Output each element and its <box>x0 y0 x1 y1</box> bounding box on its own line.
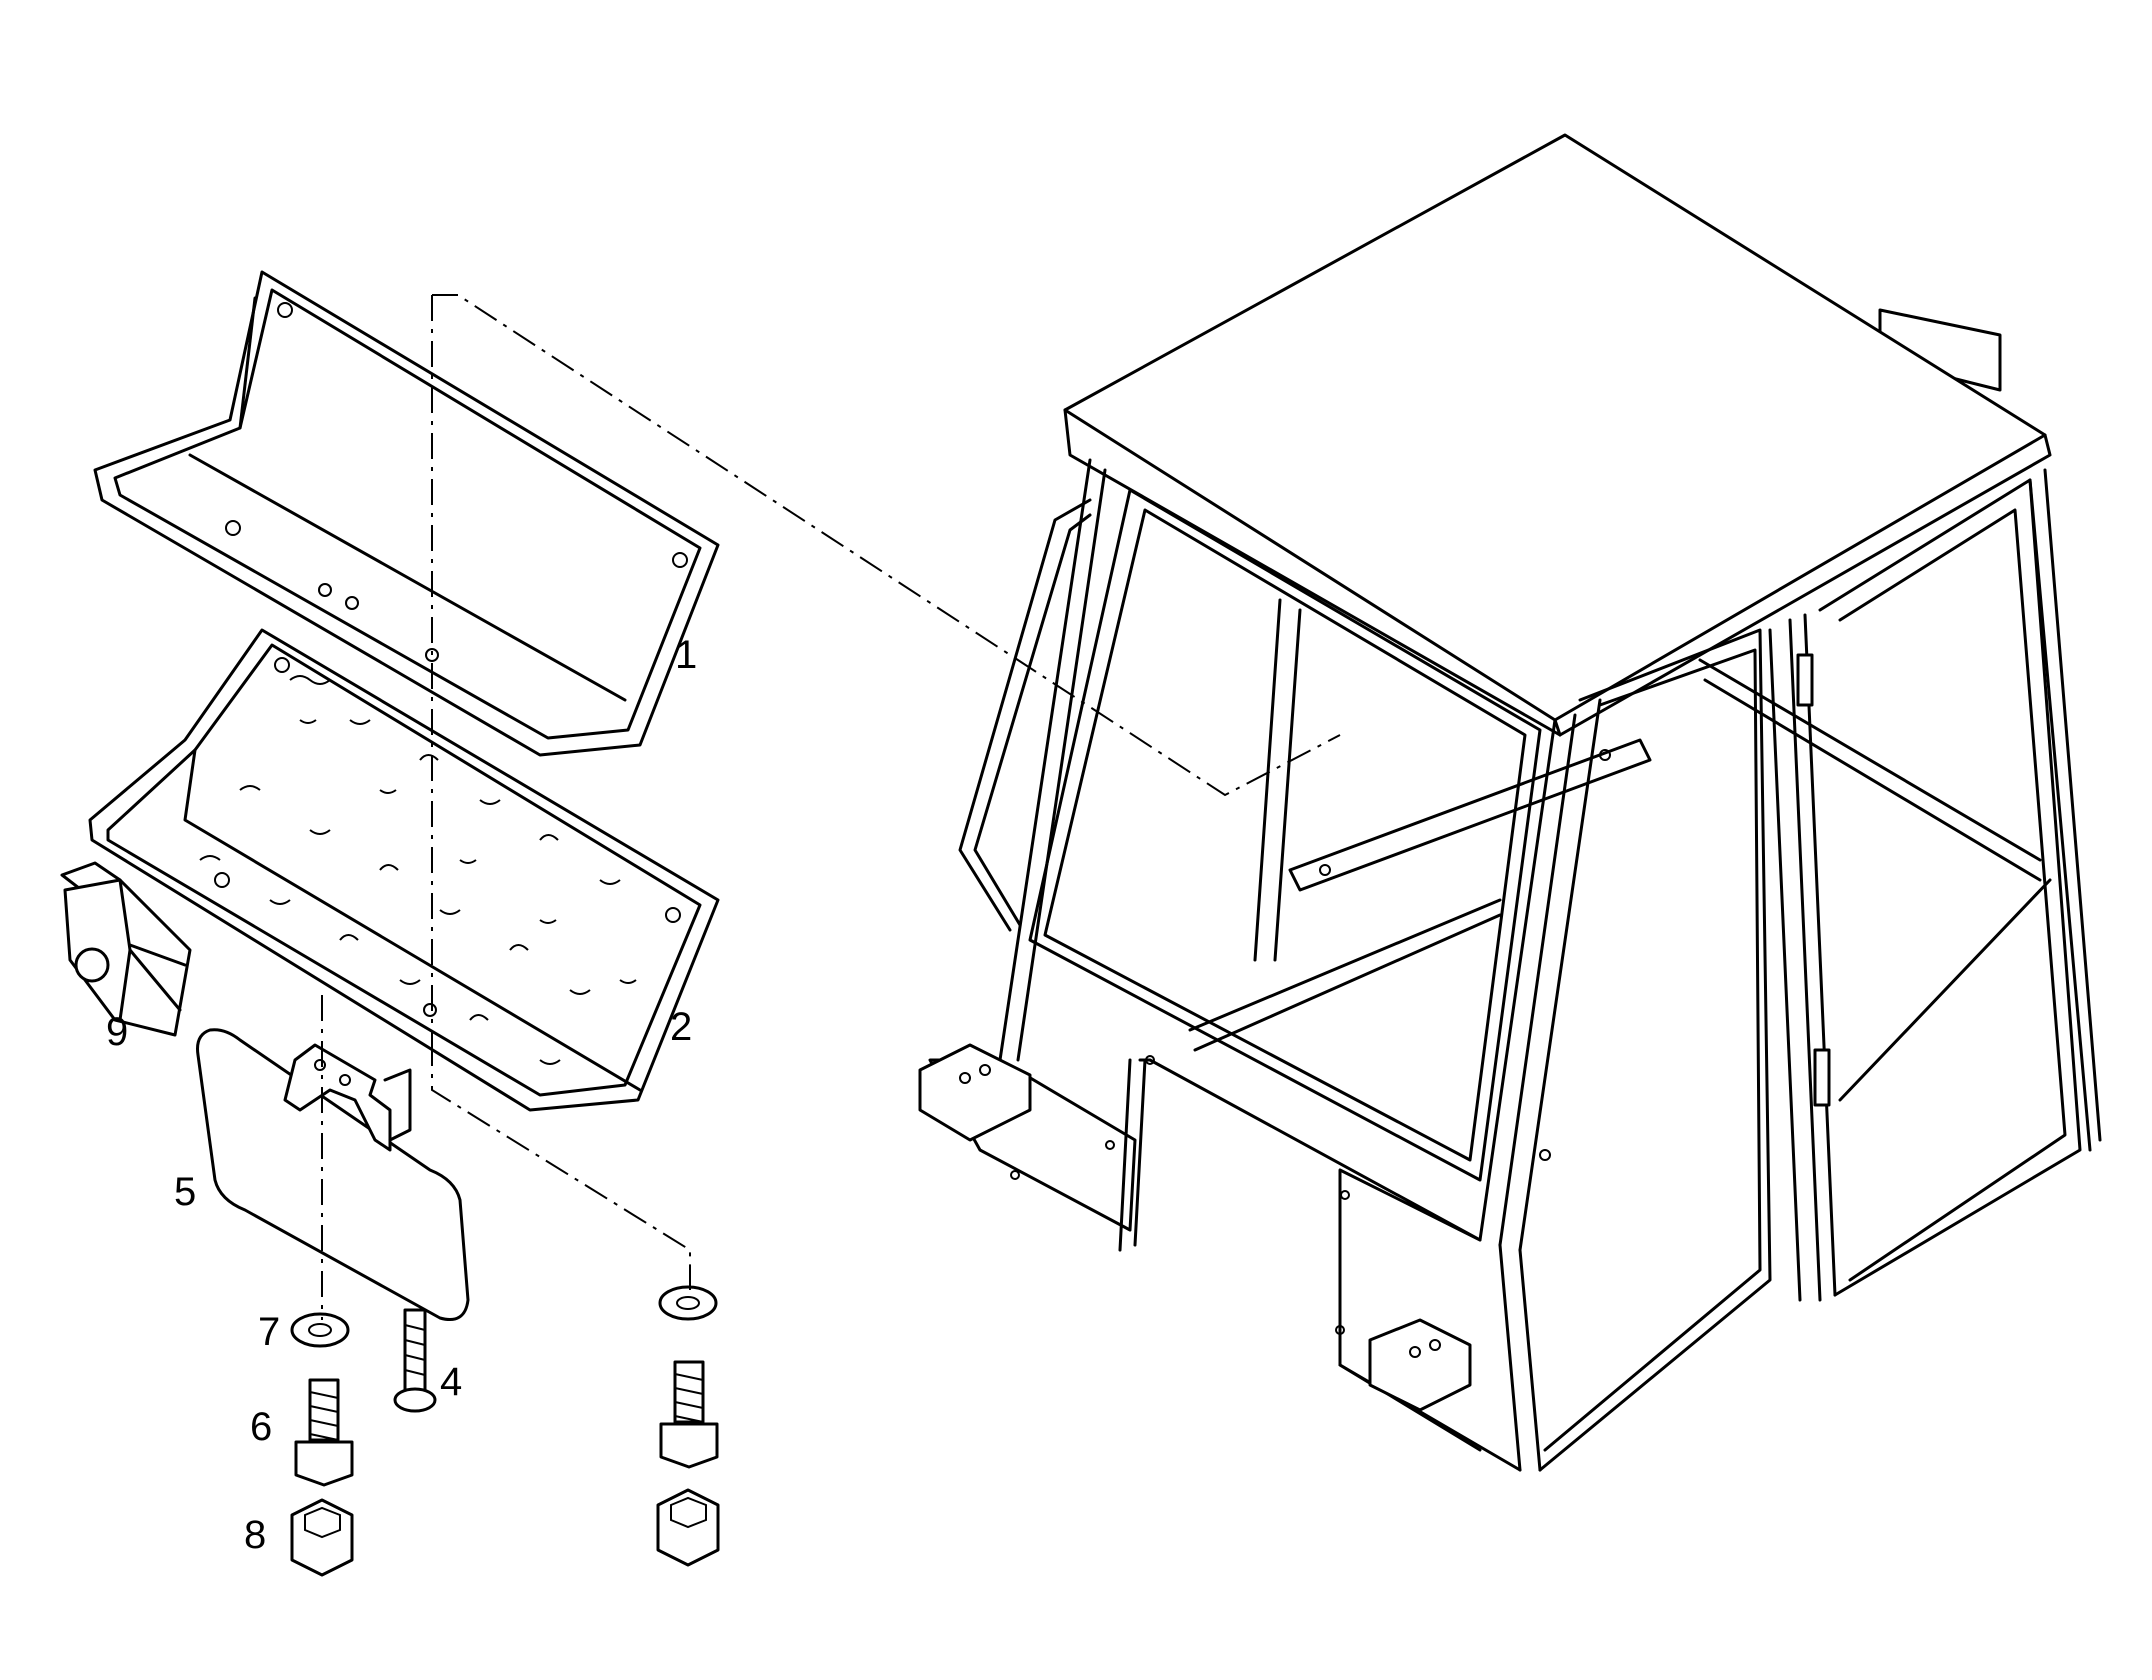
callout-6: 6 <box>250 1405 272 1449</box>
callout-labels: 1 2 4 5 6 7 8 9 <box>106 633 697 1557</box>
callout-9: 9 <box>106 1010 128 1054</box>
washer-right <box>658 1285 718 1321</box>
bolt-right <box>659 1360 719 1469</box>
screw <box>393 1308 437 1413</box>
washer-left <box>290 1312 350 1348</box>
callout-7: 7 <box>258 1310 280 1354</box>
nut-right <box>656 1488 720 1567</box>
callout-8: 8 <box>244 1513 266 1557</box>
assembly-centerlines <box>321 294 1341 1320</box>
mirror-bracket <box>60 861 192 1037</box>
bolt-left <box>294 1378 354 1487</box>
cab-roof <box>1063 133 2047 722</box>
cab-assembly <box>918 133 2102 1472</box>
shelf-panel <box>93 270 720 757</box>
callout-2: 2 <box>670 1005 692 1049</box>
callout-5: 5 <box>174 1170 196 1214</box>
lined-pad <box>88 628 720 1112</box>
front-mount-bracket <box>918 1043 1032 1142</box>
sun-visor <box>196 1028 470 1321</box>
nut-left <box>290 1498 354 1577</box>
pad-texture <box>199 675 637 1065</box>
callout-4: 4 <box>440 1360 462 1404</box>
rear-mount-bracket <box>1368 1318 1472 1412</box>
callout-1: 1 <box>675 633 697 677</box>
